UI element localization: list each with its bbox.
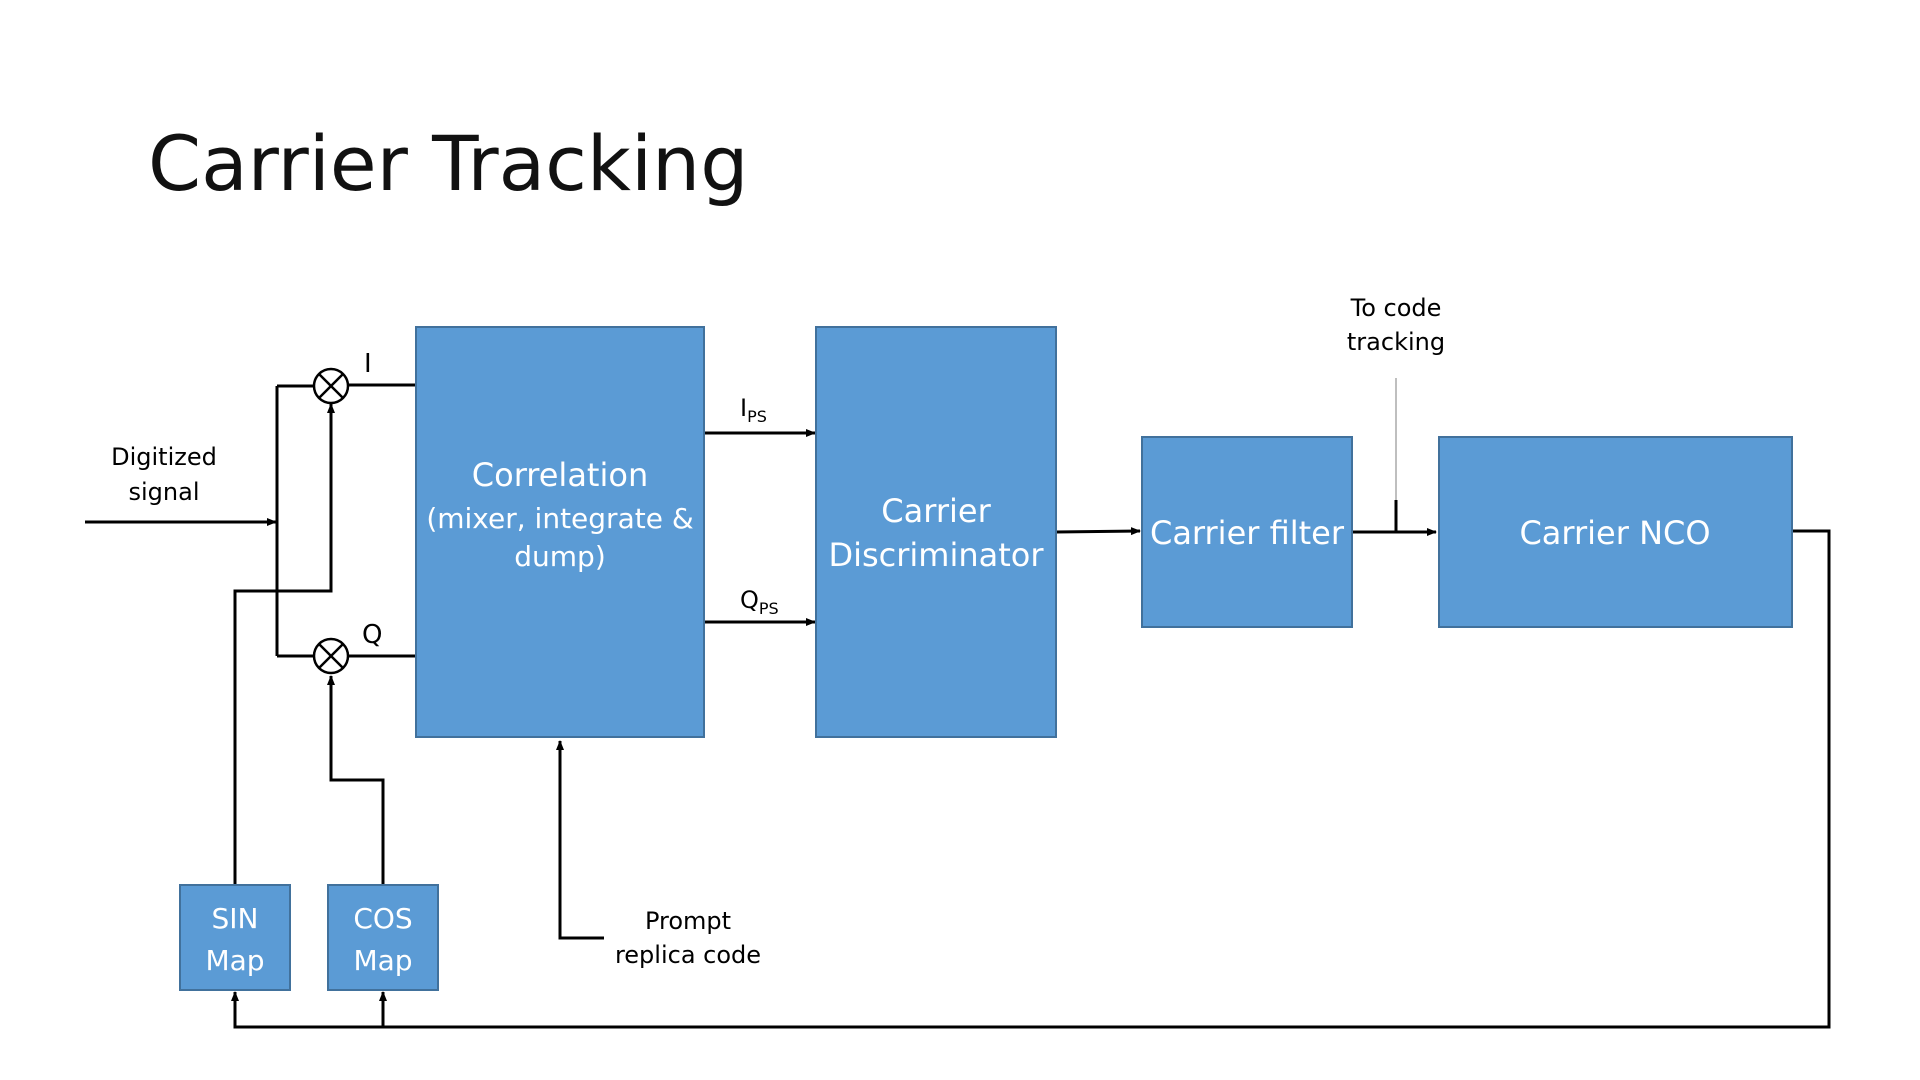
carrier-filter-block: Carrier filter — [1141, 436, 1353, 628]
qps-main: Q — [740, 586, 759, 614]
to-code-tracking-label-1: To code — [1350, 294, 1442, 322]
discriminator-label-2: Discriminator — [828, 536, 1044, 574]
ips-label: IPS — [740, 394, 767, 426]
i-mixer-icon — [312, 367, 350, 405]
sin-to-i-mixer-wire — [233, 403, 335, 885]
prompt-code-wire — [556, 740, 604, 940]
correlation-subtitle-1: (mixer, integrate & — [426, 502, 693, 535]
sin-map-label-1: SIN — [212, 902, 259, 935]
signal-wires — [85, 378, 1831, 1029]
to-code-tracking-label-2: tracking — [1347, 328, 1445, 356]
i-branch-label: I — [364, 349, 372, 379]
nco-feedback-wire — [231, 529, 1831, 1029]
cos-map-block: COS Map — [327, 884, 439, 991]
digitized-signal-label-2: signal — [129, 478, 200, 506]
qps-label: QPS — [740, 586, 779, 618]
correlation-subtitle-2: dump) — [514, 540, 606, 573]
ips-main: I — [740, 394, 747, 422]
cos-to-q-mixer-wire — [327, 675, 385, 885]
ips-subscript: PS — [747, 407, 767, 426]
cos-map-label-2: Map — [353, 944, 412, 977]
q-branch-label: Q — [362, 620, 382, 650]
sin-map-block: SIN Map — [179, 884, 291, 991]
cos-map-label-1: COS — [353, 902, 412, 935]
discriminator-label-1: Carrier — [881, 492, 991, 530]
page-title: Carrier Tracking — [148, 119, 748, 208]
correlation-block: Correlation (mixer, integrate & dump) — [415, 326, 705, 738]
carrier-discriminator-block: Carrier Discriminator — [815, 326, 1057, 738]
digitized-signal-label-1: Digitized — [111, 443, 217, 471]
sin-map-label-2: Map — [205, 944, 264, 977]
prompt-replica-label-2: replica code — [615, 941, 761, 969]
prompt-replica-label-1: Prompt — [645, 907, 731, 935]
qps-subscript: PS — [759, 599, 779, 618]
disc-to-filter-wire — [1055, 527, 1141, 536]
carrier-nco-label: Carrier NCO — [1519, 514, 1710, 552]
q-mixer-icon — [312, 637, 350, 675]
correlation-title: Correlation — [472, 456, 648, 494]
carrier-nco-block: Carrier NCO — [1438, 436, 1793, 628]
carrier-filter-label: Carrier filter — [1150, 514, 1345, 552]
